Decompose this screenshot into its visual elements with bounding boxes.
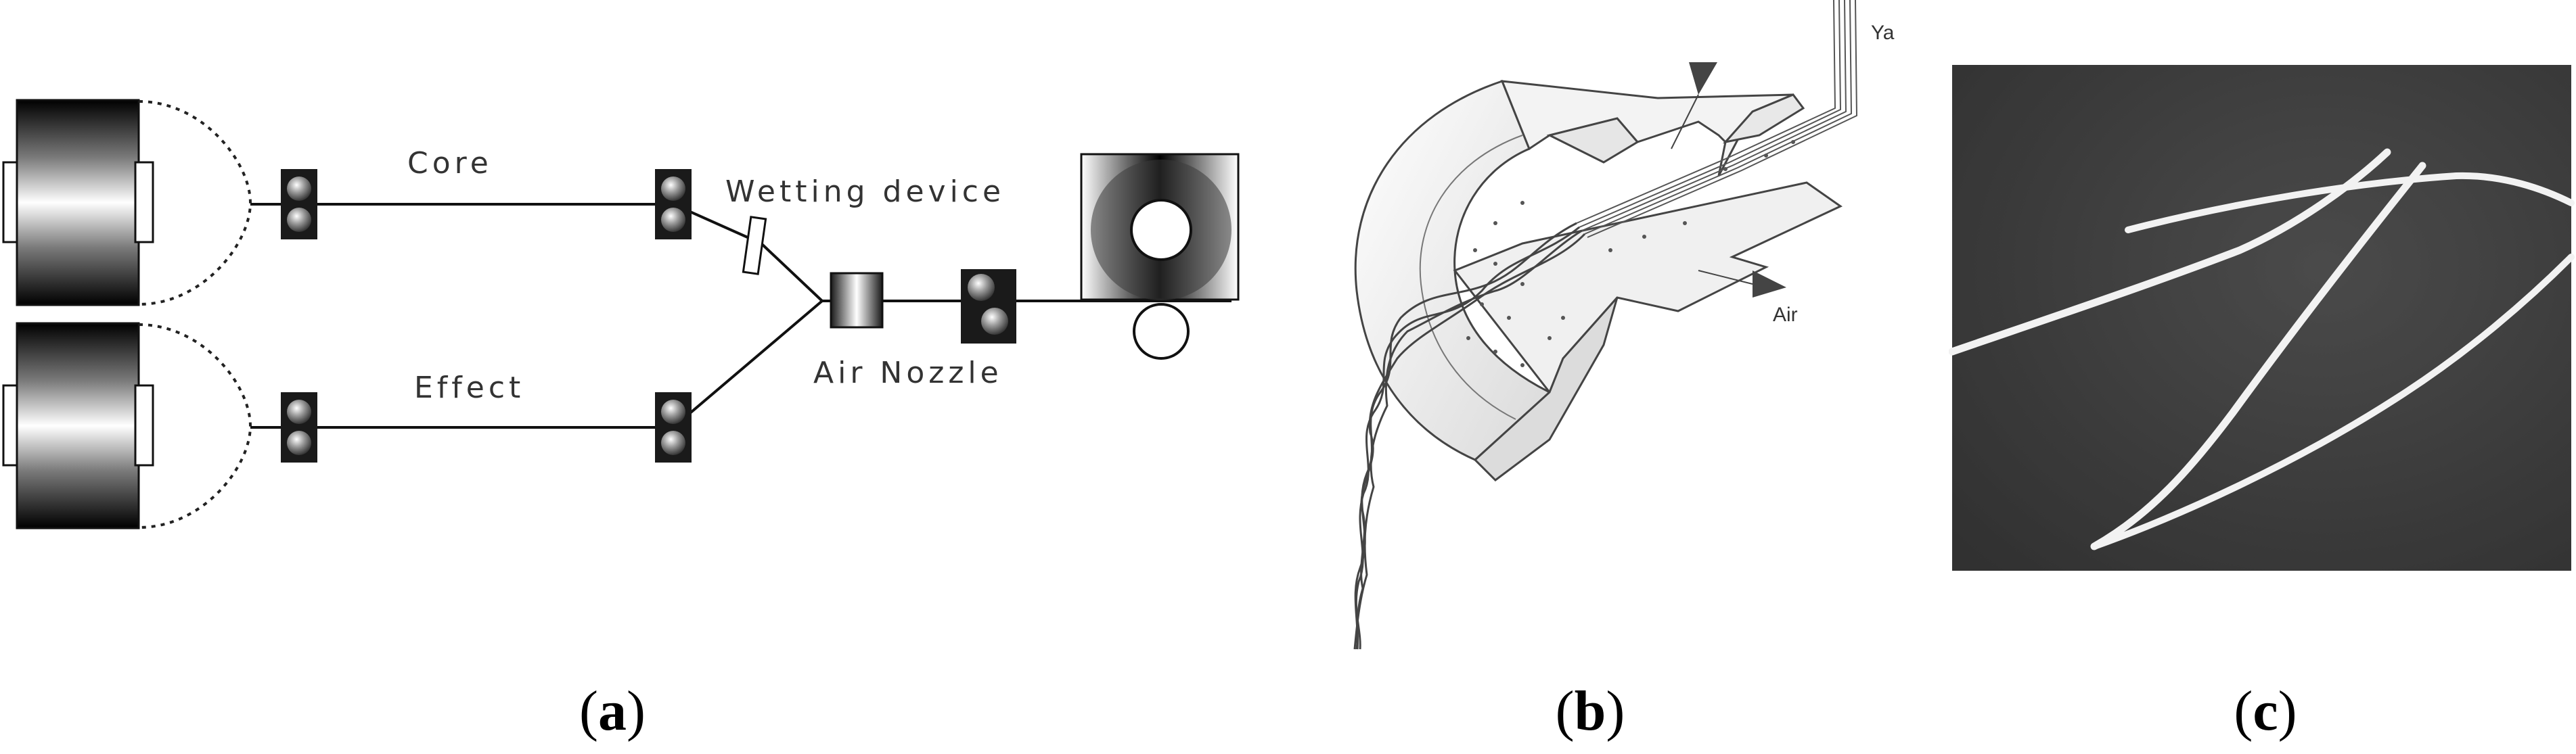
air-inlet-arrows bbox=[1689, 62, 1786, 298]
friction-drum-icon bbox=[1133, 303, 1190, 360]
caption-c: (c) bbox=[2234, 680, 2297, 743]
panel-c-yarn-photo bbox=[1948, 0, 2576, 751]
air-flow-markers bbox=[1466, 140, 1795, 367]
core-feed-roller-1 bbox=[281, 169, 317, 239]
air-label: Air bbox=[1773, 304, 1798, 326]
core-bobbin bbox=[2, 99, 252, 306]
caption-b: (b) bbox=[1555, 680, 1625, 743]
wetting-device-label: Wetting device bbox=[725, 174, 1005, 209]
caption-a: (a) bbox=[579, 680, 646, 743]
top-arrow-icon bbox=[1689, 62, 1717, 95]
process-schematic-svg: Core Effect Wetting device Air Nozzle bbox=[2, 99, 1240, 529]
panel-b-nozzle-cutaway: Yarn Air bbox=[1319, 0, 1912, 751]
effect-bobbin bbox=[2, 322, 252, 529]
air-nozzle-icon bbox=[830, 272, 884, 329]
effect-feed-roller-2 bbox=[655, 392, 692, 463]
wetting-device-icon bbox=[742, 216, 767, 275]
yarn-strands bbox=[1948, 148, 2575, 550]
entangled-yarn bbox=[1353, 222, 1586, 650]
bottom-arrow-icon bbox=[1753, 270, 1786, 298]
yarn-photo bbox=[1948, 65, 2575, 571]
panel-a-process-schematic: Core Effect Wetting device Air Nozzle bbox=[0, 0, 1252, 751]
nozzle-cutaway-svg: Yarn Air bbox=[1353, 0, 1912, 650]
delivery-roller-pair bbox=[961, 269, 1016, 344]
yarn-label: Yarn bbox=[1871, 22, 1895, 44]
yarn-bundle bbox=[1576, 0, 1858, 238]
effect-label: Effect bbox=[414, 371, 524, 405]
core-feed-roller-2 bbox=[655, 169, 692, 239]
effect-feed-roller-1 bbox=[281, 392, 317, 463]
air-nozzle-label: Air Nozzle bbox=[813, 356, 1003, 390]
nozzle-body bbox=[1354, 80, 1843, 481]
take-up-package-icon bbox=[1080, 153, 1240, 360]
core-label: Core bbox=[407, 146, 493, 181]
